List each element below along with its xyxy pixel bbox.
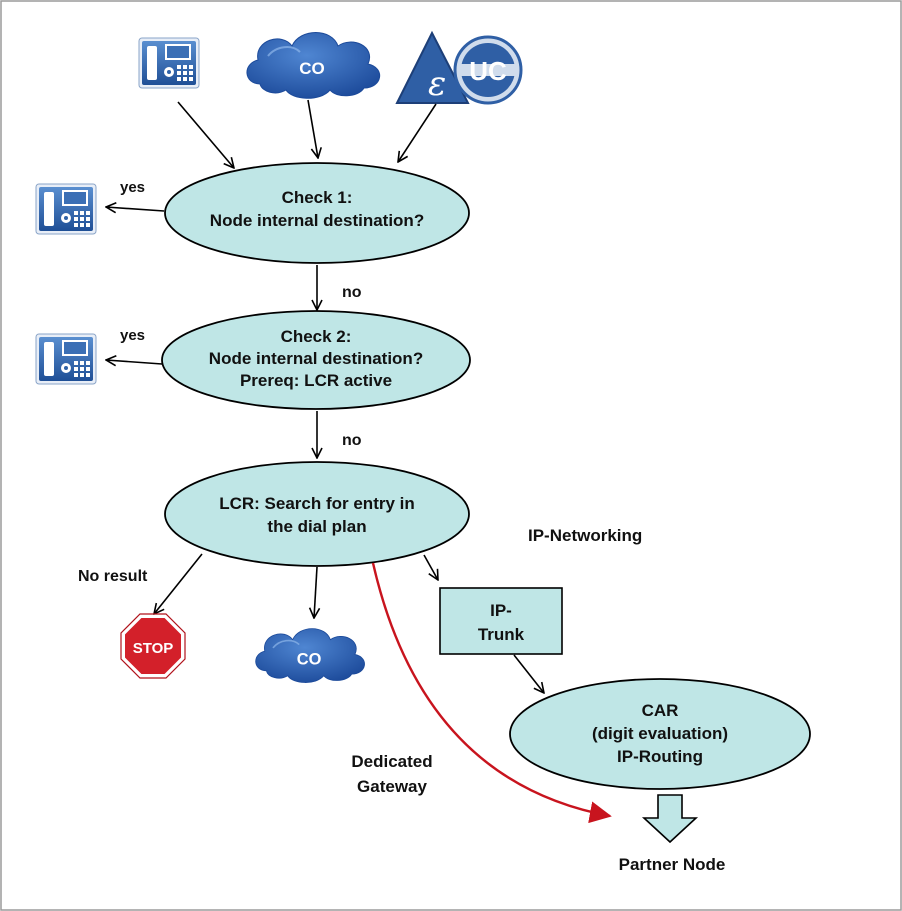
arrow-uc-to-check1 [398, 103, 437, 162]
arrow-check2-yes [106, 360, 163, 364]
lcr-line1: LCR: Search for entry in [219, 494, 415, 513]
partner-node-label: Partner Node [619, 855, 726, 874]
check1-question: Node internal destination? [210, 211, 424, 230]
no-result-label: No result [78, 568, 148, 585]
dedicated-gateway-arrow [371, 562, 612, 824]
phone-icon-source [138, 37, 200, 89]
car-title: CAR [642, 701, 679, 720]
lcr-line2: the dial plan [267, 517, 366, 536]
arrow-lcr-to-co [314, 566, 317, 618]
stop-sign-icon: STOP [120, 613, 186, 679]
ip-networking-label: IP-Networking [528, 526, 642, 545]
no-label-1: no [342, 284, 362, 301]
arrow-ip-trunk-to-car [513, 654, 544, 693]
ip-trunk-line2: Trunk [478, 625, 525, 644]
check1-title: Check 1: [282, 188, 353, 207]
check2-ellipse: Check 2: Node internal destination? Prer… [161, 310, 471, 410]
no-label-2: no [342, 432, 362, 449]
uc-logo-text: UC [469, 56, 507, 86]
phone-icon-check2-yes [35, 333, 97, 385]
euro-uc-logo-icon: ε UC [395, 30, 523, 105]
cloud-icon-co-top: CO [245, 31, 381, 100]
cloud-icon-co-bottom: CO [254, 627, 366, 684]
arrow-co-to-check1 [307, 99, 318, 158]
co-top-label: CO [299, 59, 325, 78]
car-ellipse: CAR (digit evaluation) IP-Routing [509, 678, 811, 790]
svg-text:ε: ε [428, 64, 446, 104]
yes-label-2: yes [120, 327, 145, 344]
arrow-lcr-no-result [154, 553, 203, 614]
ip-trunk-box: IP- Trunk [439, 587, 563, 655]
arrow-lcr-to-ip-trunk [423, 554, 438, 580]
lcr-ellipse: LCR: Search for entry in the dial plan [164, 461, 470, 567]
co-bottom-label: CO [297, 650, 322, 668]
dedicated-label-1: Dedicated [351, 752, 432, 771]
car-digit-evaluation: (digit evaluation) [592, 724, 728, 743]
arrow-check1-yes [106, 207, 165, 211]
check1-ellipse: Check 1: Node internal destination? [164, 162, 470, 264]
down-arrow-icon [641, 794, 699, 844]
dedicated-label-2: Gateway [357, 777, 427, 796]
phone-icon-check1-yes [35, 183, 97, 235]
check2-title: Check 2: [281, 327, 352, 346]
ip-trunk-line1: IP- [490, 601, 512, 620]
check2-prereq: Prereq: LCR active [240, 371, 392, 390]
yes-label-1: yes [120, 179, 145, 196]
car-ip-routing: IP-Routing [617, 747, 703, 766]
stop-sign-text: STOP [133, 640, 174, 657]
arrow-phone-to-check1 [177, 101, 234, 168]
check2-question: Node internal destination? [209, 349, 423, 368]
